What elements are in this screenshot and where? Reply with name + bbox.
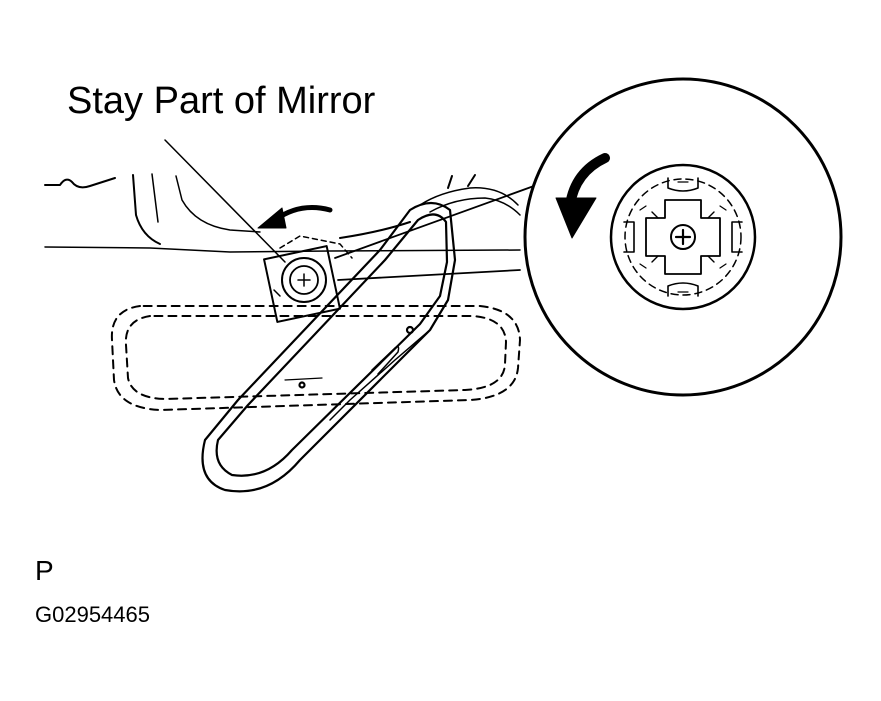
callout-leader-line xyxy=(164,139,286,263)
magnified-detail-circle xyxy=(523,77,843,397)
mirror-rotated xyxy=(201,201,457,493)
rotation-arrow-large-icon xyxy=(555,153,610,239)
magnifier-connector-top xyxy=(334,181,546,259)
mirror-original-position xyxy=(110,305,521,411)
rotation-arrow-small-icon xyxy=(257,205,333,229)
stay-part-label: Stay Part of Mirror xyxy=(67,80,376,122)
magnifier-connector-bottom xyxy=(337,269,521,281)
stay-detail-square xyxy=(263,235,353,323)
view-code-label: P xyxy=(35,555,54,586)
figure-id-label: G02954465 xyxy=(35,602,150,627)
